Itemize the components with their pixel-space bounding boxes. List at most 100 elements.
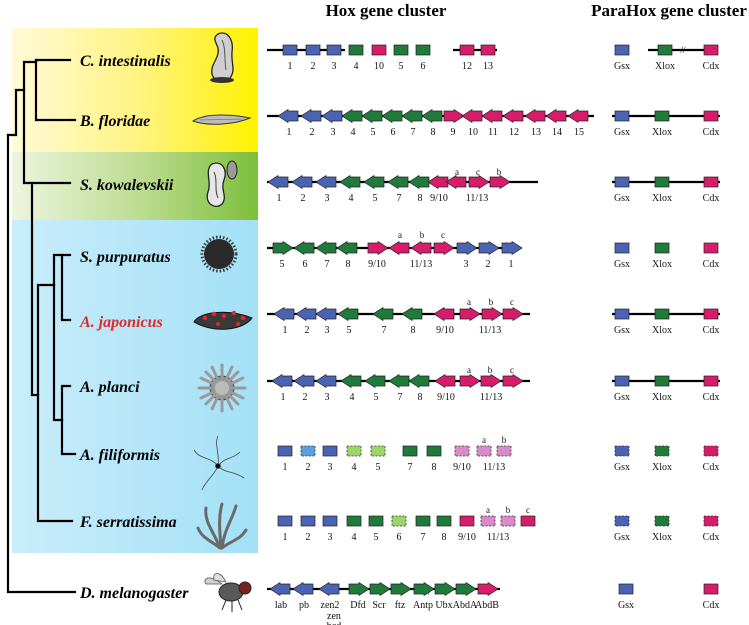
gene-label: Cdx [703,462,720,473]
gene-label: 7 [411,127,416,138]
gene-box [300,445,316,457]
gene-arrow [413,581,435,597]
gene-a: a [459,365,481,389]
tree-branch-holothurian [60,253,72,322]
gene-Cdx: Cdx [703,44,719,72]
gene-label: Gsx [614,61,630,72]
gene-box [703,176,719,188]
gene-8: 8 [408,373,430,403]
species-label-f-serratissima: F. serratissima [79,514,177,531]
gene-label: 5 [373,193,378,204]
species-label-a-filiformis: A. filiformis [79,447,160,464]
gene-box [703,308,719,320]
gene-1: 1 [277,445,293,473]
gene-arrow [502,373,524,389]
gene-label: Gsx [614,392,630,403]
gene-label: 2 [311,61,316,72]
gene-10: 10 [371,44,387,72]
gene-label: Xlox [652,127,672,138]
gene-label: 10 [468,127,478,138]
gene-arrow [271,373,293,389]
gene-arrow [459,306,481,322]
gene-Cdx: Cdx [703,176,719,204]
gene-arrow [408,373,430,389]
gene-label: 7 [325,259,330,270]
gene-label: Xlox [652,392,672,403]
gene-2: 2 [293,373,315,403]
gene-Gsx: Gsx [618,583,634,611]
gene-arrow [427,174,449,190]
gene-1: 1 [277,108,299,138]
gene-6: 6 [391,515,407,543]
gene-Gsx: Gsx [614,308,630,336]
gene-arrow [501,240,523,256]
gene-arrow [372,306,394,322]
gene-label: 6 [397,532,402,543]
gene-label: Gsx [614,127,630,138]
gene-label: 2 [301,193,306,204]
gene-label: 2 [486,259,491,270]
gene-arrow [478,240,500,256]
gene-5: 5 [363,174,385,204]
gene-arrow [272,240,294,256]
gene-pb: pb [292,581,314,611]
gene-arrow [481,108,503,124]
gene-11/13: 11/13c [466,167,490,204]
gene-label: AbdA [453,600,478,611]
gene-label: 3 [328,462,333,473]
gene-label: 8 [346,259,351,270]
gene-3: 3 [322,445,338,473]
gene-Xlox: Xlox [652,242,672,270]
gene-label: 11/13 [480,392,502,403]
species-label-d-melanogaster: D. melanogaster [79,585,189,602]
gene-Cdx: Cdx [703,583,719,611]
gene-12: 12 [459,44,475,72]
tree-branch-ophiuroid [60,418,77,456]
gene-label: 4 [354,61,359,72]
gene-AbdB: AbdB [475,581,499,611]
gene-box [520,515,536,527]
gene-arrow [401,306,423,322]
gene-box [654,242,670,254]
gene-label: 9 [451,127,456,138]
species-label-s-kowalevskii: S. kowalevskii [80,177,174,194]
tree-branch-ambulacraria [22,88,34,185]
gene-label: Antp [413,600,433,611]
gene-11/13: 11/13b [410,230,432,270]
gene-arrow [502,108,524,124]
gene-arrow [481,306,503,322]
gene-box [480,44,496,56]
gene-arrow [401,108,423,124]
gene-arrow [421,108,443,124]
tree-branch-echinodermata [30,181,40,397]
gene-2: 2 [478,240,500,270]
gene-arrow [445,174,467,190]
gene-c: c [502,297,524,322]
gene-label: 2 [305,325,310,336]
gene-box [454,445,470,457]
gene-box [282,44,298,56]
gene-box [402,445,418,457]
phylogenetic-tree [6,58,77,594]
gene-label: 11/13 [479,325,501,336]
gene-arrow [456,240,478,256]
gene-label: 1 [283,462,288,473]
gene-6: 6 [293,240,315,270]
paralog-letter: a [482,435,486,445]
gene-label: 1 [277,193,282,204]
gene-14: 14 [545,108,567,138]
gene-11/13: 11/13b [479,297,503,336]
gene-label: Ubx [435,600,452,611]
gene-arrow [387,174,409,190]
gene-box [614,110,630,122]
gene-arrow [524,108,546,124]
species-label-a-japonicus: A. japonicus [79,314,163,331]
gene-11: 11 [481,108,503,138]
gene-4: 4 [346,445,362,473]
gene-3: 3 [315,306,337,336]
